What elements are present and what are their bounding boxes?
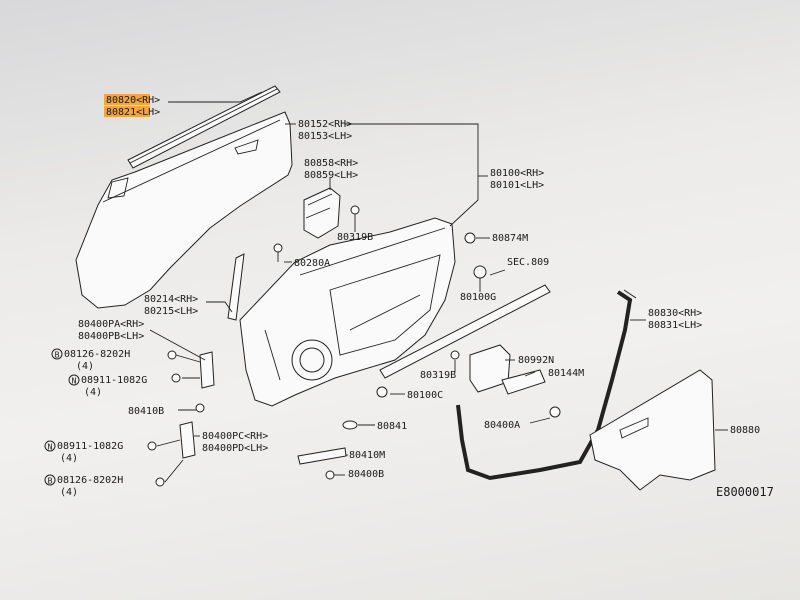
door-seal-part bbox=[456, 289, 637, 481]
label-80319b-mid: 80319B bbox=[420, 370, 456, 381]
trim-cover-part bbox=[303, 187, 341, 239]
leader-lines bbox=[149, 91, 728, 483]
label-80400pb: 80400PB<LH> bbox=[78, 331, 144, 342]
part-labels: 80820<RH> 80821<LH> 80152<RH> 80153<LH> … bbox=[57, 95, 760, 498]
hinge-lower-part bbox=[179, 421, 196, 459]
label-08911-top: 08911-1082G bbox=[81, 375, 147, 386]
label-08126-top: 08126-8202H bbox=[64, 349, 130, 360]
label-80410m: 80410M bbox=[349, 450, 385, 461]
label-80100c: 80100C bbox=[407, 390, 443, 401]
label-80992n: 80992N bbox=[518, 355, 554, 366]
label-qty4-a: (4) bbox=[76, 361, 94, 372]
label-80101: 80101<LH> bbox=[490, 180, 544, 191]
door-inner-frame-part bbox=[239, 217, 456, 407]
highlight-80821 bbox=[104, 106, 150, 117]
label-80410b: 80410B bbox=[128, 406, 164, 417]
label-80144m: 80144M bbox=[548, 368, 584, 379]
label-80215: 80215<LH> bbox=[144, 306, 198, 317]
label-08911-bot: 08911-1082G bbox=[57, 441, 123, 452]
label-80400a: 80400A bbox=[484, 420, 520, 431]
label-80400pc: 80400PC<RH> bbox=[202, 431, 268, 442]
label-80820: 80820<RH> bbox=[106, 95, 160, 106]
label-80821: 80821<LH> bbox=[106, 107, 160, 118]
label-80831: 80831<LH> bbox=[648, 320, 702, 331]
prefix-mark-n-bottom: N bbox=[48, 443, 53, 452]
belt-molding-part bbox=[379, 284, 551, 379]
panel-80880-part bbox=[589, 369, 716, 491]
label-80858: 80858<RH> bbox=[304, 158, 358, 169]
label-80830: 80830<RH> bbox=[648, 308, 702, 319]
highlight-80820 bbox=[104, 94, 150, 105]
door-outer-panel-part bbox=[75, 111, 293, 309]
label-80214: 80214<RH> bbox=[144, 294, 198, 305]
speaker-80992n bbox=[450, 344, 511, 393]
label-80400b: 80400B bbox=[348, 469, 384, 480]
label-80100: 80100<RH> bbox=[490, 168, 544, 179]
prefix-mark-b-bottom: B bbox=[48, 477, 53, 486]
sash-80214 bbox=[227, 253, 245, 321]
prefix-mark-n-top: N bbox=[72, 377, 77, 386]
label-80152: 80152<RH> bbox=[298, 119, 352, 130]
label-qty4-b: (4) bbox=[84, 387, 102, 398]
check-link-80410m bbox=[297, 447, 347, 480]
label-80400pd: 80400PD<LH> bbox=[202, 443, 268, 454]
bolt-80400a bbox=[549, 406, 561, 418]
prefix-marks: B N N B bbox=[44, 348, 80, 486]
hinge-upper-part bbox=[199, 351, 215, 389]
label-80153: 80153<LH> bbox=[298, 131, 352, 142]
label-80880: 80880 bbox=[730, 425, 760, 436]
bolt-80280a bbox=[273, 243, 283, 262]
clip-80319b-top bbox=[350, 205, 360, 226]
label-80841: 80841 bbox=[377, 421, 407, 432]
bracket-80144m bbox=[501, 369, 546, 395]
label-80874m: 80874M bbox=[492, 233, 528, 244]
diagram-code: E8000017 bbox=[716, 485, 774, 499]
label-80400pa: 80400PA<RH> bbox=[78, 319, 144, 330]
label-80280a: 80280A bbox=[294, 258, 330, 269]
window-weatherstrip-part bbox=[127, 85, 281, 169]
label-80859: 80859<LH> bbox=[304, 170, 358, 181]
label-80100g: 80100G bbox=[460, 292, 496, 303]
label-qty4-d: (4) bbox=[60, 487, 78, 498]
prefix-mark-b-top: B bbox=[55, 351, 60, 360]
label-80319b-top: 80319B bbox=[337, 232, 373, 243]
label-qty4-c: (4) bbox=[60, 453, 78, 464]
label-sec809: SEC.809 bbox=[507, 257, 549, 268]
bumper-80100g bbox=[473, 265, 487, 279]
label-08126-bot: 08126-8202H bbox=[57, 475, 123, 486]
bolt-80874m bbox=[464, 232, 476, 244]
